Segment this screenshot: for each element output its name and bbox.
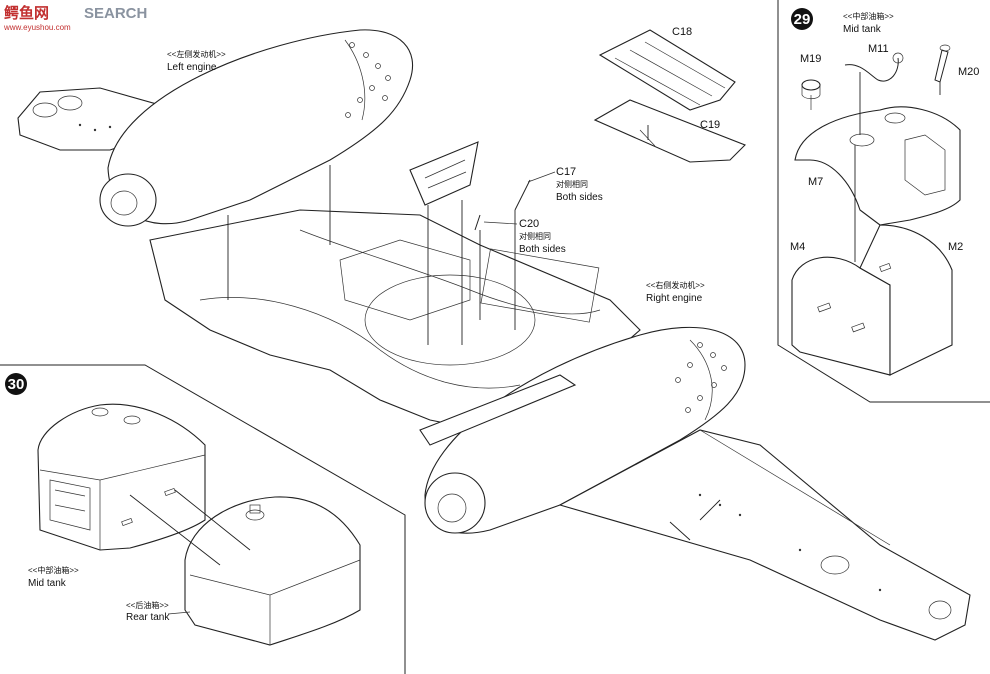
step29-title-cn: <<中部油箱>> xyxy=(843,11,894,21)
rear-tank xyxy=(184,496,361,646)
step30-number: 30 xyxy=(8,376,25,393)
step29-badge xyxy=(791,8,813,30)
part-label-m4: M4 xyxy=(790,241,805,253)
step30-badge xyxy=(5,373,27,395)
main-labels: <<左侧发动机>> Left engine <<右侧发动机>> Right en… xyxy=(167,26,720,304)
left-engine-label-en: Left engine xyxy=(167,62,217,73)
step29-number: 29 xyxy=(794,11,811,28)
part-label-m11: M11 xyxy=(868,43,889,55)
part-label-c20: C20 xyxy=(519,218,539,230)
bay-panel-c19 xyxy=(593,99,746,163)
part-label-m19: M19 xyxy=(800,53,821,65)
part-label-m7: M7 xyxy=(808,176,823,188)
watermark-logo: 鳄鱼网 xyxy=(4,4,49,22)
left-engine-nacelle xyxy=(99,29,414,227)
right-engine-label-en: Right engine xyxy=(646,293,703,304)
step30-mid-tank-cn: <<中部油箱>> xyxy=(28,565,79,575)
mid-tank-assembled xyxy=(37,403,206,551)
step30-frame xyxy=(0,364,406,674)
part-c17-note-en: Both sides xyxy=(556,192,603,203)
step29-title-en: Mid tank xyxy=(843,24,882,35)
right-engine-label-cn: <<右侧发动机>> xyxy=(646,280,705,290)
rod-part-c20 xyxy=(474,214,481,231)
watermark-site: SEARCH xyxy=(84,5,147,22)
part-c17-note-cn: 对侧相同 xyxy=(556,179,588,189)
step30-mid-tank-en: Mid tank xyxy=(28,578,67,589)
part-m4-lower-tank xyxy=(791,256,891,376)
part-m2-tank-half xyxy=(859,224,953,376)
part-label-c17: C17 xyxy=(556,166,576,178)
right-wing xyxy=(558,429,971,641)
part-m19-cap xyxy=(801,79,821,91)
right-wing-root-strip xyxy=(419,374,577,446)
step30-rear-tank-en: Rear tank xyxy=(126,612,170,623)
watermark: 鳄鱼网 SEARCH www.eyushou.com xyxy=(3,4,147,32)
step29-frame xyxy=(777,0,990,403)
part-c20-note-cn: 对侧相同 xyxy=(519,231,551,241)
watermark-url: www.eyushou.com xyxy=(3,23,71,32)
bay-panel-c18 xyxy=(598,29,736,111)
part-label-m20: M20 xyxy=(958,66,979,78)
part-label-c19: C19 xyxy=(700,119,720,131)
left-engine-label-cn: <<左侧发动机>> xyxy=(167,49,226,59)
assembly-guide-lines xyxy=(227,125,721,541)
part-m20-filler xyxy=(934,49,949,83)
part-c20-note-en: Both sides xyxy=(519,244,566,255)
part-m7-saddle-tank xyxy=(794,106,961,226)
part-label-c18: C18 xyxy=(672,26,692,38)
step29-section: 29 <<中部油箱>> Mid tank M19 M11 M20 M7 M4 M… xyxy=(790,8,979,376)
part-m11-pipe xyxy=(844,57,899,82)
part-label-m2: M2 xyxy=(948,241,963,253)
step30-section: 30 <<中部油箱>> Mid tank <<后油箱>> Rear tank xyxy=(5,373,361,646)
door-part-c17 xyxy=(409,141,531,211)
step30-rear-tank-cn: <<后油箱>> xyxy=(126,600,169,610)
